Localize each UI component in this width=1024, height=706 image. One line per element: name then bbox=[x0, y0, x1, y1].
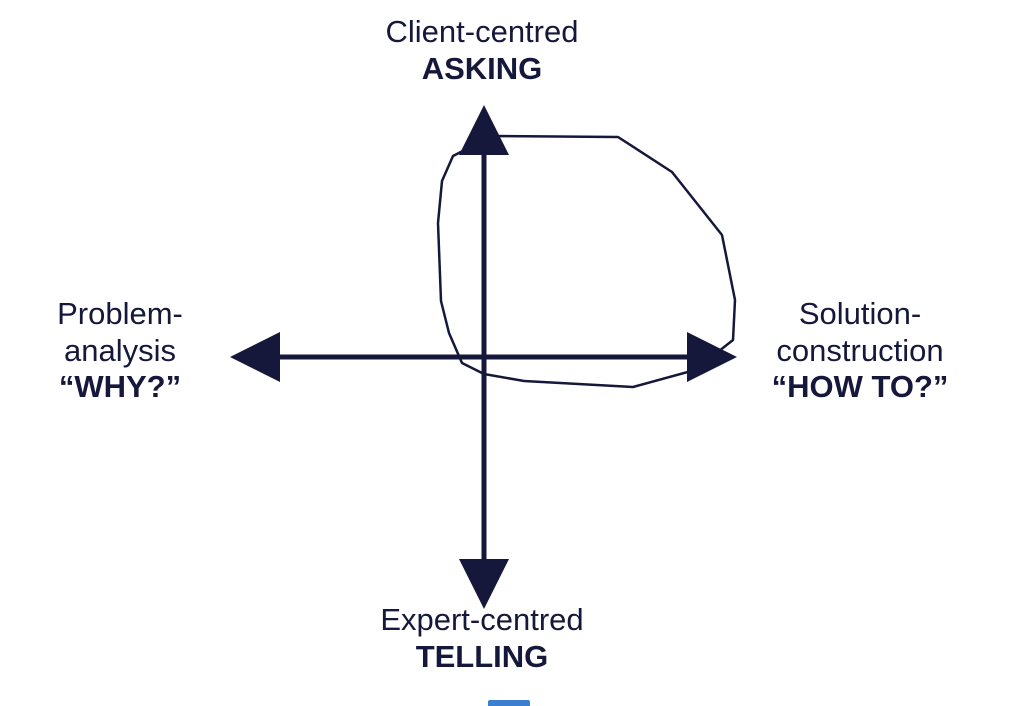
axis-label-right-line2: construction bbox=[776, 332, 944, 368]
axis-label-bottom-line1: Expert-centred bbox=[380, 602, 584, 637]
axis-label-top-line1: Client-centred bbox=[385, 14, 579, 49]
axis-label-top: Client-centred ASKING bbox=[332, 14, 632, 87]
axis-label-left-line3: “WHY?” bbox=[58, 369, 182, 405]
axis-label-left-line1: Problem- bbox=[57, 296, 183, 331]
axis-label-top-line2: ASKING bbox=[421, 50, 543, 86]
axis-label-right: Solution- construction “HOW TO?” bbox=[742, 296, 978, 406]
axis-label-right-line1: Solution- bbox=[798, 296, 922, 331]
axis-label-right-line3: “HOW TO?” bbox=[771, 369, 949, 405]
axis-label-left-line2: analysis bbox=[64, 332, 176, 368]
axis-label-left: Problem- analysis “WHY?” bbox=[20, 296, 220, 406]
focus-region-outline bbox=[436, 134, 737, 389]
axis-label-bottom-line2: TELLING bbox=[415, 638, 549, 674]
axis-label-bottom: Expert-centred TELLING bbox=[332, 602, 632, 675]
bottom-edge-tab bbox=[488, 700, 530, 706]
